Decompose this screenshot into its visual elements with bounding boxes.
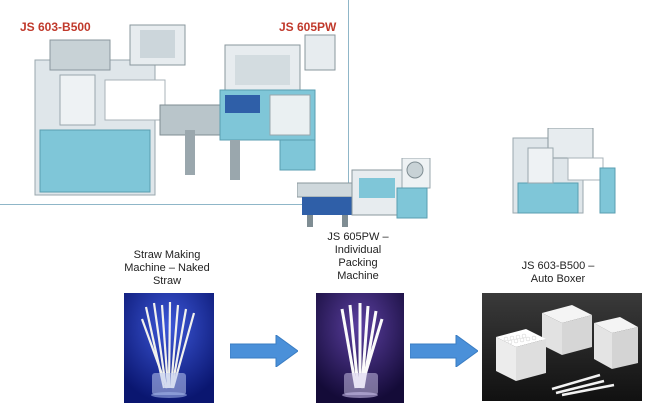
label-machine-right: JS 605PW: [279, 20, 337, 34]
caption-line: Machine: [337, 270, 379, 282]
label-machine-left: JS 603-B500: [20, 20, 91, 34]
caption-line: Packing: [338, 257, 378, 269]
boxed-straw-photo: [482, 293, 642, 401]
caption-auto-boxer: JS 603-B500 – Auto Boxer: [508, 260, 608, 286]
right-arrow-icon: [230, 335, 298, 367]
combined-machine-photo: [20, 20, 345, 200]
wrapped-straw-photo: [316, 293, 404, 403]
caption-line: JS 605PW –: [327, 231, 389, 243]
caption-straw-making: Straw Making Machine – Naked Straw: [118, 249, 216, 288]
boxer-machine-photo: [508, 128, 618, 218]
frame-divider-horizontal: [0, 204, 349, 205]
caption-line: Straw: [152, 275, 182, 287]
caption-line: JS 603-B500 –: [521, 260, 595, 272]
frame-divider-vertical: [348, 0, 349, 205]
right-arrow-icon: [410, 335, 478, 367]
caption-individual-packing: JS 605PW – Individual Packing Machine: [318, 231, 398, 283]
caption-line: Straw Making: [133, 249, 201, 261]
caption-line: Machine – Naked: [124, 262, 210, 274]
caption-line: Individual: [334, 244, 382, 256]
naked-straw-photo: [124, 293, 214, 403]
caption-line: Auto Boxer: [530, 273, 586, 285]
packing-machine-photo: [297, 158, 432, 228]
